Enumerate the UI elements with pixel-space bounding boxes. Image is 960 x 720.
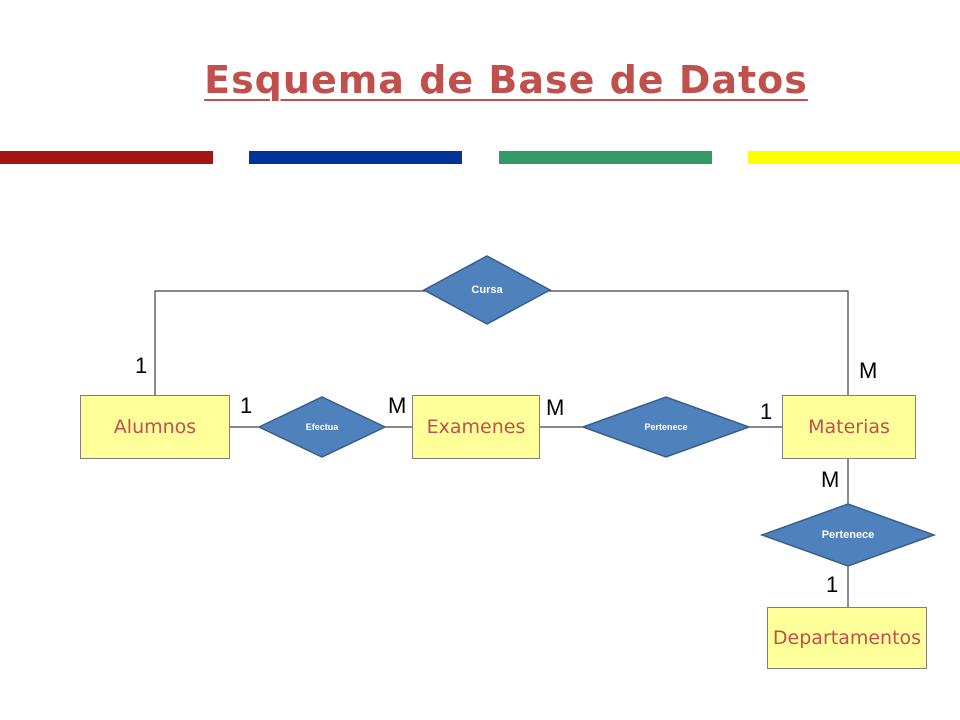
relationship-pertenece-2-shape: [759, 503, 937, 567]
cardinality-examenes-efectua: M: [388, 393, 407, 418]
relationship-efectua-shape: [257, 396, 387, 458]
cardinality-examenes-pertenece: M: [546, 395, 565, 420]
cardinality-alumnos-efectua: 1: [240, 393, 253, 418]
cardinality-alumnos-cursa: 1: [135, 353, 148, 378]
stripe-green: [499, 151, 712, 164]
relationship-efectua-label: Efectua: [305, 422, 339, 432]
entity-alumnos: Alumnos: [80, 395, 230, 459]
cardinality-materias-dept: M: [821, 467, 840, 492]
page-title: Esquema de Base de Datos: [204, 58, 808, 102]
relationship-cursa-shape: [422, 255, 552, 325]
entity-departamentos: Departamentos: [767, 607, 927, 669]
stripe-red: [0, 151, 213, 164]
cardinality-materias-pertenece: 1: [760, 399, 773, 424]
relationship-pertenece-label: Pertenece: [644, 422, 688, 432]
relationship-pertenece-dept-label: Pertenece: [821, 529, 875, 541]
cardinality-materias-cursa: M: [859, 358, 878, 383]
stripe-blue: [249, 151, 462, 164]
entity-examenes: Examenes: [412, 395, 540, 459]
relationship-pertenece-1-shape: [580, 396, 752, 458]
stripe-yellow: [748, 151, 960, 164]
entity-materias: Materias: [782, 395, 916, 459]
relationship-cursa-label: Cursa: [471, 284, 503, 296]
cardinality-dept-pertenece: 1: [826, 572, 839, 597]
